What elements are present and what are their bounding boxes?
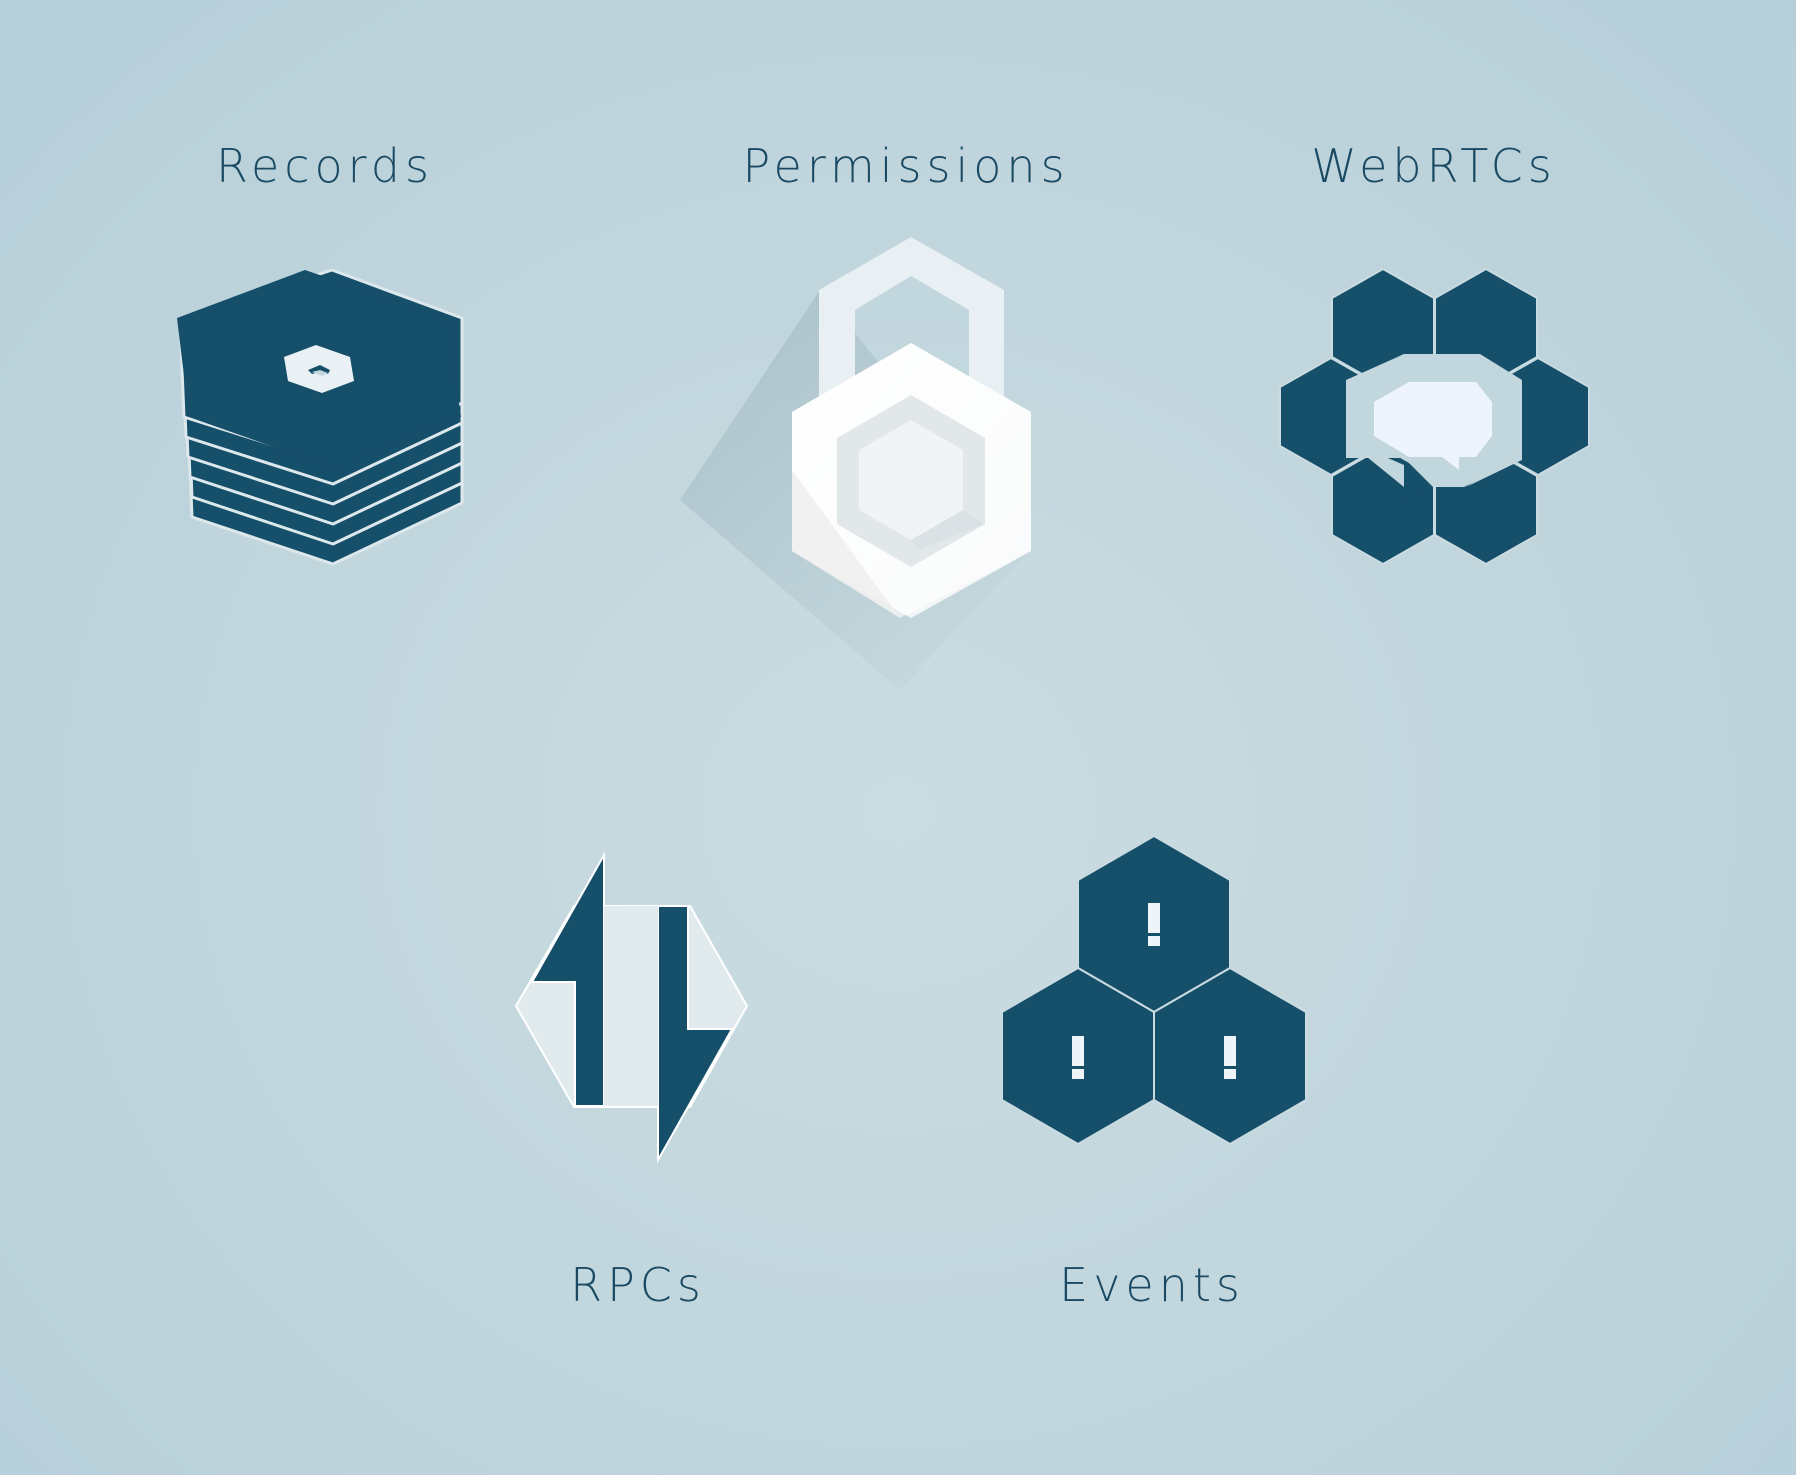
chat-frame-bottom	[1346, 440, 1522, 487]
records-label: Records	[216, 139, 434, 193]
permissions-label: Permissions	[742, 139, 1070, 193]
rpcs-label: RPCs	[570, 1258, 706, 1312]
padlock-shackle	[819, 237, 1004, 420]
request-response-icon	[514, 851, 749, 1164]
webrtcs-label: WebRTCs	[1311, 139, 1557, 193]
events-label: Events	[1059, 1258, 1245, 1312]
chat-bubble-icon	[1279, 267, 1590, 566]
alert-hexagons-icon	[1001, 834, 1307, 1146]
padlock-icon	[680, 237, 1031, 690]
padlock-keyhole-inner	[859, 420, 963, 540]
rpc-right-flag	[657, 905, 734, 1164]
chat-bubble	[1374, 382, 1492, 470]
database-stack-icon	[177, 268, 464, 566]
